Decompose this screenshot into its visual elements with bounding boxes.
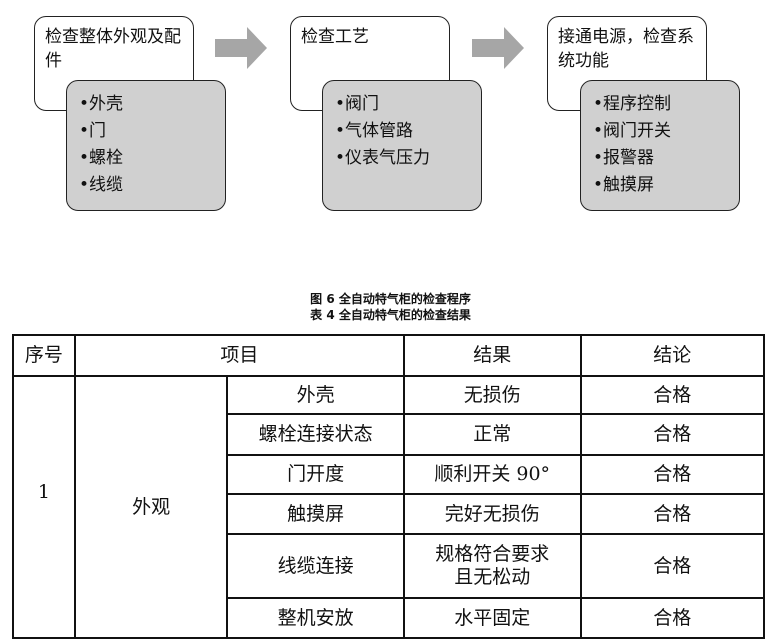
item-cell: 门开度 xyxy=(226,454,405,495)
result-cell: 无损伤 xyxy=(402,375,582,415)
header-result: 结果 xyxy=(402,334,582,377)
list-item: •阀门 xyxy=(335,94,380,114)
inspection-table: 序号 项目 结果 结论 1 外观 外壳 无损伤 合格 螺栓连接状态 正常 合格 … xyxy=(12,334,766,639)
header-item: 项目 xyxy=(73,334,405,377)
item-cell: 整机安放 xyxy=(226,597,405,639)
header-seq: 序号 xyxy=(12,334,76,377)
result-cell: 正常 xyxy=(402,413,582,456)
table-row: 触摸屏 完好无损伤 合格 xyxy=(13,493,766,535)
list-item: •触摸屏 xyxy=(593,175,655,195)
table-row: 门开度 顺利开关 90° 合格 xyxy=(13,454,766,495)
table-header: 序号 项目 结果 结论 xyxy=(12,334,766,377)
conclusion-cell: 合格 xyxy=(579,413,766,456)
item-cell: 外壳 xyxy=(226,375,405,415)
step-title: 检查整体外观及配件 xyxy=(45,27,181,71)
header-conclusion: 结论 xyxy=(579,334,766,377)
conclusion-cell: 合格 xyxy=(579,533,766,599)
category-cell: 外观 xyxy=(73,375,229,639)
result-cell: 顺利开关 90° xyxy=(402,454,582,495)
step-1-items: •外壳 •门 •螺栓 •线缆 xyxy=(66,80,226,211)
figure-caption: 图 6 全自动特气柜的检查程序 xyxy=(310,292,471,306)
list-item: •门 xyxy=(79,121,107,141)
arrow-right-icon xyxy=(215,27,267,69)
list-item: •报警器 xyxy=(593,148,655,168)
item-cell: 螺栓连接状态 xyxy=(226,413,405,456)
step-title: 检查工艺 xyxy=(301,27,369,47)
list-item: •程序控制 xyxy=(593,94,672,114)
item-cell: 触摸屏 xyxy=(226,493,405,535)
step-title: 接通电源，检查系统功能 xyxy=(558,27,694,71)
list-item: •气体管路 xyxy=(335,121,414,141)
list-item: •线缆 xyxy=(79,175,124,195)
step-2-items: •阀门 •气体管路 •仪表气压力 xyxy=(322,80,482,211)
conclusion-cell: 合格 xyxy=(579,454,766,495)
list-item: •仪表气压力 xyxy=(335,148,431,168)
conclusion-cell: 合格 xyxy=(579,597,766,639)
step-2-box: 检查工艺 xyxy=(290,16,450,111)
result-cell: 规格符合要求且无松动 xyxy=(402,533,582,599)
conclusion-cell: 合格 xyxy=(579,493,766,535)
step-3-items: •程序控制 •阀门开关 •报警器 •触摸屏 xyxy=(580,80,740,211)
table-caption: 表 4 全自动特气柜的检查结果 xyxy=(310,308,471,322)
arrow-right-icon xyxy=(472,27,524,69)
table-row: 螺栓连接状态 正常 合格 xyxy=(13,413,766,456)
list-item: •外壳 xyxy=(79,94,124,114)
list-item: •螺栓 xyxy=(79,148,124,168)
table-row: 1 外观 外壳 无损伤 合格 xyxy=(12,375,766,639)
result-cell: 完好无损伤 xyxy=(402,493,582,535)
list-item: •阀门开关 xyxy=(593,121,672,141)
table-row: 线缆连接 规格符合要求且无松动 合格 xyxy=(13,533,766,599)
seq-cell: 1 xyxy=(12,375,76,639)
item-cell: 线缆连接 xyxy=(226,533,405,599)
conclusion-cell: 合格 xyxy=(579,375,766,415)
table-row: 整机安放 水平固定 合格 xyxy=(13,597,766,639)
result-cell: 水平固定 xyxy=(402,597,582,639)
